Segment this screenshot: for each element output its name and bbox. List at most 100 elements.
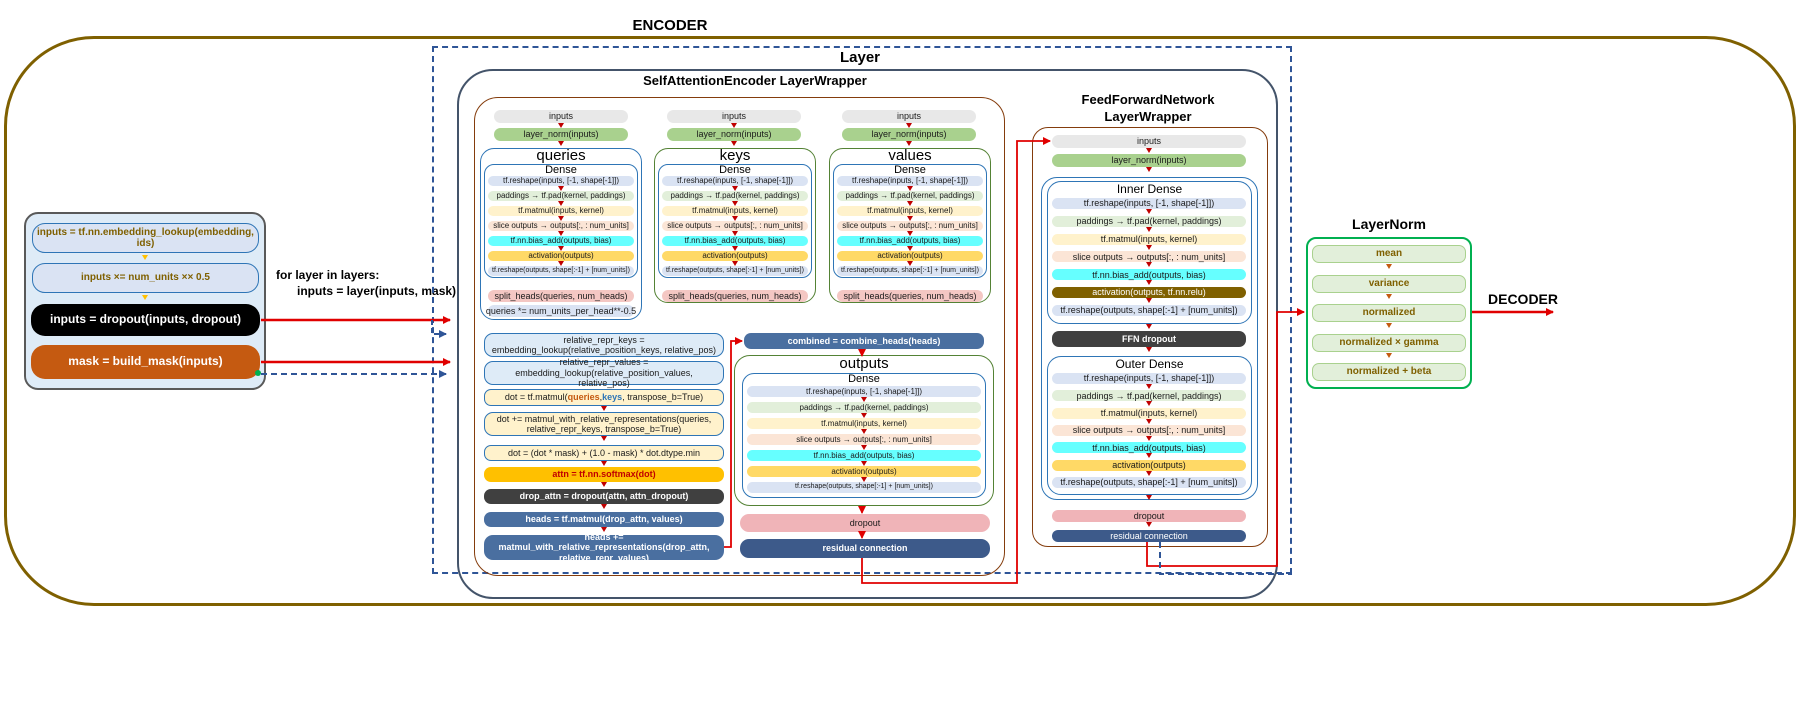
keys-layer-norm: layer_norm(inputs) bbox=[667, 128, 801, 141]
values-dense-box bbox=[833, 164, 987, 278]
queries-inputs: inputs bbox=[494, 110, 628, 123]
inner-dense-row: activation(outputs, tf.nn.relu) bbox=[1052, 287, 1246, 298]
layernorm-item-1: variance bbox=[1312, 274, 1466, 293]
queries-dense-arrow-icon bbox=[558, 186, 564, 191]
outputs-dense-row: tf.reshape(outputs, shape[:-1] + [num_un… bbox=[747, 482, 981, 493]
embedding-arrow-icon bbox=[142, 295, 148, 300]
attention-arrow-icon bbox=[601, 527, 607, 532]
values-split-heads: split_heads(queries, num_heads) bbox=[837, 290, 983, 302]
values-arrow-icon bbox=[906, 123, 912, 128]
keys-dense-row: slice outputs → outputs[:, : num_units] bbox=[662, 221, 808, 231]
attn-softmax-step: attn = tf.nn.softmax(dot) bbox=[484, 467, 724, 482]
values-title: values bbox=[888, 147, 932, 164]
ffn-arrow-icon bbox=[1146, 148, 1152, 153]
layernorm-arrow-icon bbox=[1386, 293, 1392, 299]
outputs-dense-arrow-icon bbox=[861, 429, 867, 434]
inner-dense-row: paddings → tf.pad(kernel, paddings) bbox=[1052, 215, 1246, 227]
layernorm-box bbox=[1306, 237, 1472, 389]
layernorm-item-2: normalized bbox=[1312, 304, 1466, 322]
keys-container bbox=[654, 148, 816, 303]
ffn-final-dropout: dropout bbox=[1052, 510, 1246, 522]
embedding-arrow-icon bbox=[142, 255, 148, 260]
inner-dense-row: slice outputs → outputs[:, : num_units] bbox=[1052, 251, 1246, 263]
queries-dense-row: slice outputs → outputs[:, : num_units] bbox=[488, 221, 634, 231]
values-inputs: inputs bbox=[842, 110, 976, 123]
dot-relative-step: dot += matmul_with_relative_representati… bbox=[484, 412, 724, 436]
layernorm-arrow-icon bbox=[1386, 264, 1392, 269]
relative-repr-values-step: relative_repr_values = embedding_lookup(… bbox=[484, 357, 724, 388]
layernorm-item-3: normalized × gamma bbox=[1312, 333, 1466, 352]
queries-dense-arrow-icon bbox=[558, 231, 564, 236]
inner-dense-arrow-icon bbox=[1146, 298, 1152, 303]
queries-dense-row: activation(outputs) bbox=[488, 251, 634, 261]
outer-dense-title: Outer Dense bbox=[1115, 357, 1184, 371]
mask-connector-dot bbox=[255, 370, 261, 376]
outputs-dense-arrow-icon bbox=[861, 461, 867, 466]
queries-container bbox=[480, 148, 642, 320]
values-dense-row: paddings → tf.pad(kernel, paddings) bbox=[837, 191, 983, 201]
decoder-label: DECODER bbox=[1488, 291, 1559, 307]
queries-dense-box bbox=[484, 164, 638, 278]
ffn-dropout-step: FFN dropout bbox=[1052, 331, 1246, 347]
ffn-title-line2: LayerWrapper bbox=[1104, 109, 1192, 124]
layer-title: Layer bbox=[839, 49, 881, 66]
outputs-dense-row: activation(outputs) bbox=[747, 466, 981, 477]
dot-queries: queries bbox=[567, 392, 600, 403]
outer-dense-row: tf.reshape(outputs, shape[:-1] + [num_un… bbox=[1052, 476, 1246, 488]
dropout-step: inputs = dropout(inputs, dropout) bbox=[31, 304, 260, 336]
inner-dense-row: tf.reshape(outputs, shape[:-1] + [num_un… bbox=[1052, 304, 1246, 316]
encoder-title: ENCODER bbox=[632, 17, 708, 34]
queries-title: queries bbox=[536, 147, 586, 164]
keys-arrow-icon bbox=[731, 141, 737, 146]
outputs-dense-arrow-icon bbox=[861, 477, 867, 482]
outer-dense-row: activation(outputs) bbox=[1052, 459, 1246, 471]
ffn-arrow-icon bbox=[1146, 167, 1152, 172]
outputs-dense-box bbox=[742, 373, 986, 498]
inner-dense-arrow-icon bbox=[1146, 244, 1152, 250]
keys-dense-arrow-icon bbox=[732, 186, 738, 191]
outer-dense-arrow-icon bbox=[1146, 401, 1152, 407]
values-dense-row: tf.reshape(inputs, [-1, shape[-1]]) bbox=[837, 176, 983, 186]
inner-dense-row: tf.matmul(inputs, kernel) bbox=[1052, 233, 1246, 245]
values-dense-arrow-icon bbox=[907, 246, 913, 251]
keys-dense-row: tf.reshape(outputs, shape[:-1] + [num_un… bbox=[662, 266, 808, 276]
keys-dense-arrow-icon bbox=[732, 216, 738, 221]
outer-dense-arrow-icon bbox=[1146, 384, 1152, 389]
attention-arrow-icon bbox=[601, 482, 607, 487]
outputs-dense-title: Dense bbox=[848, 373, 880, 385]
values-dense-title: Dense bbox=[894, 164, 926, 176]
ffn-inputs: inputs bbox=[1052, 135, 1246, 148]
loop-text-line1: for layer in layers: bbox=[276, 268, 380, 282]
values-layer-norm: layer_norm(inputs) bbox=[842, 128, 976, 141]
dot-prefix: dot = tf.matmul( bbox=[504, 392, 568, 403]
queries-dense-arrow-icon bbox=[558, 246, 564, 251]
outputs-dense-row: slice outputs → outputs[:, : num_units] bbox=[747, 434, 981, 445]
keys-dense-row: activation(outputs) bbox=[662, 251, 808, 261]
ffn-layer-norm: layer_norm(inputs) bbox=[1052, 154, 1246, 167]
outer-dense-row: tf.nn.bias_add(outputs, bias) bbox=[1052, 442, 1246, 454]
dot-step: dot = tf.matmul(queries, keys, transpose… bbox=[484, 389, 724, 406]
attention-arrow-icon bbox=[601, 461, 607, 466]
ffn-residual-step: residual connection bbox=[1052, 530, 1246, 542]
scale-step: inputs ×= num_units ×× 0.5 bbox=[32, 263, 259, 293]
values-dense-arrow-icon bbox=[907, 186, 913, 191]
embedding-lookup-step: inputs = tf.nn.embedding_lookup(embeddin… bbox=[32, 223, 259, 253]
inner-dense-arrow-icon bbox=[1146, 280, 1152, 286]
values-dense-row: slice outputs → outputs[:, : num_units] bbox=[837, 221, 983, 231]
mask-step: mask = build_mask(inputs) bbox=[31, 345, 260, 379]
values-dense-arrow-icon bbox=[907, 201, 913, 206]
layernorm-arrow-icon bbox=[1386, 352, 1392, 358]
dot-sep: , bbox=[599, 392, 603, 403]
values-dense-arrow-icon bbox=[907, 231, 913, 236]
queries-split-heads: split_heads(queries, num_heads) bbox=[488, 290, 634, 302]
outputs-dropout-step: dropout bbox=[740, 514, 990, 532]
keys-dense-arrow-icon bbox=[732, 231, 738, 236]
ffn-arrow-icon bbox=[1146, 522, 1152, 527]
layernorm-item-4: normalized + beta bbox=[1312, 363, 1466, 381]
layernorm-arrow-icon bbox=[1386, 323, 1392, 328]
outer-dense-arrow-icon bbox=[1146, 453, 1152, 459]
outer-dense-arrow-icon bbox=[1146, 435, 1152, 441]
inner-dense-row: tf.nn.bias_add(outputs, bias) bbox=[1052, 269, 1246, 281]
queries-dense-row: tf.reshape(inputs, [-1, shape[-1]]) bbox=[488, 176, 634, 186]
